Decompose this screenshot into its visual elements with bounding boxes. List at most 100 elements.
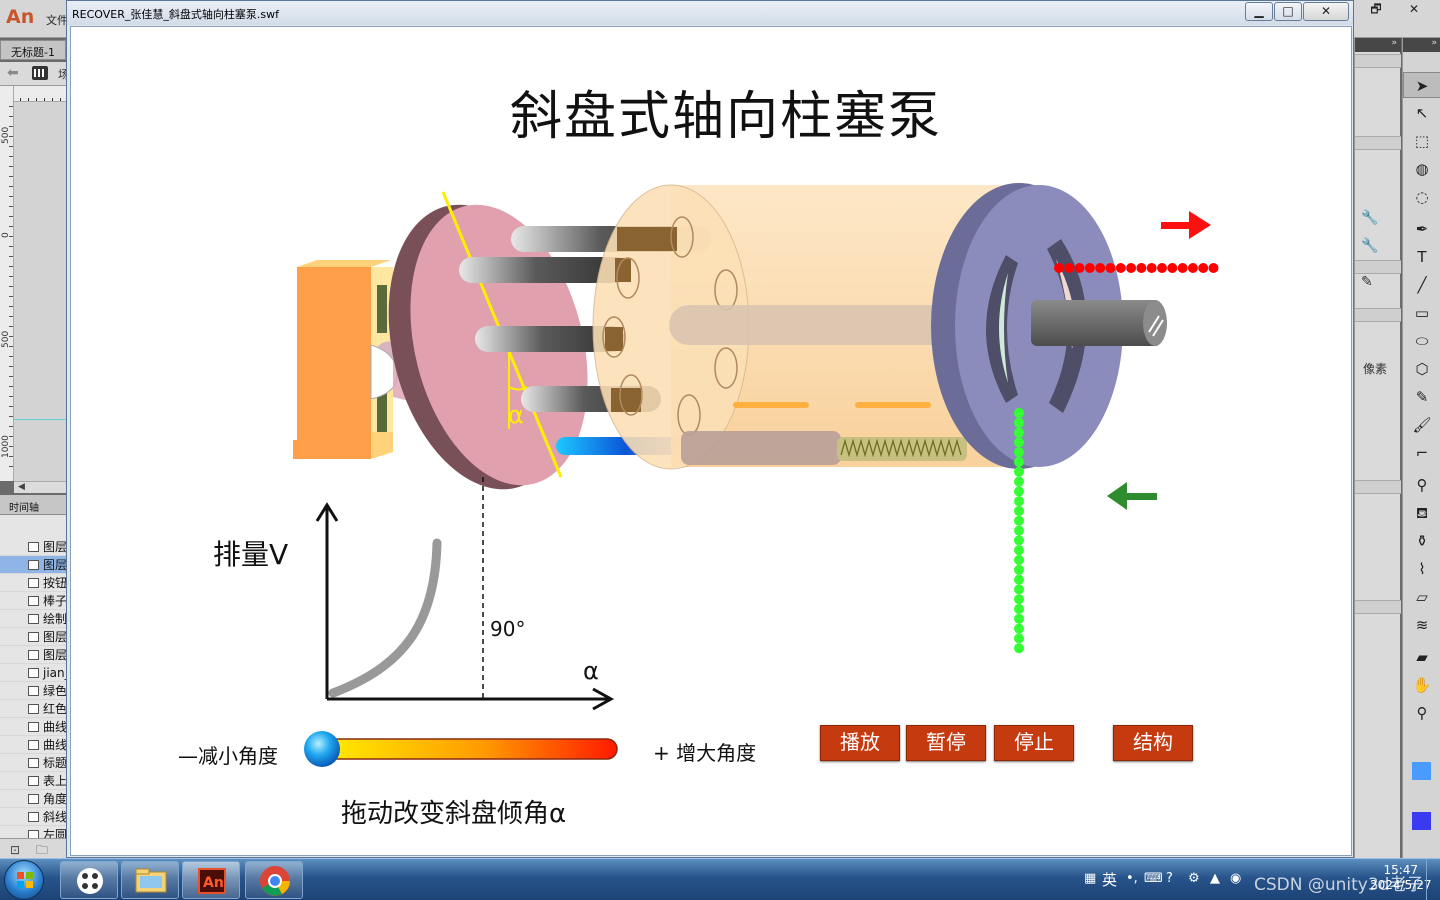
- taskbar-app-1[interactable]: [60, 861, 118, 899]
- bone-tool-icon[interactable]: ⚲: [1416, 476, 1428, 494]
- layer-row[interactable]: 绿色: [0, 682, 66, 700]
- layer-name: 标题: [43, 756, 66, 770]
- panel-section: [1355, 308, 1401, 322]
- angle-slider[interactable]: [304, 731, 618, 767]
- pen-icon[interactable]: ✒: [1415, 220, 1429, 238]
- fill-color-swatch[interactable]: [1412, 812, 1431, 830]
- properties-panel: » 🔧 🔧 ✎ 像素: [1354, 38, 1401, 858]
- brush-icon[interactable]: ⌐: [1415, 444, 1429, 462]
- inlet-flow-dot: [1014, 476, 1024, 487]
- layer-row[interactable]: 图层: [0, 646, 66, 664]
- back-arrow-icon[interactable]: ⬅: [7, 65, 19, 81]
- layer-row[interactable]: 曲线: [0, 718, 66, 736]
- ime-language[interactable]: 英: [1102, 871, 1118, 889]
- outlet-flow-dot: [1105, 263, 1116, 273]
- ink-bottle-icon[interactable]: ⚱: [1415, 532, 1429, 550]
- slider-thumb[interactable]: [304, 731, 340, 767]
- layer-row[interactable]: 斜线: [0, 808, 66, 826]
- show-desktop-button[interactable]: [1426, 859, 1440, 900]
- oval-tool-icon[interactable]: ⬭: [1415, 332, 1429, 350]
- keyboard-icon[interactable]: ⌨: [1144, 871, 1163, 886]
- layer-icon: [28, 668, 39, 678]
- scroll-left-icon[interactable]: ◀: [18, 482, 25, 492]
- pencil-icon[interactable]: ✎: [1415, 388, 1429, 406]
- layer-icon: [28, 650, 39, 660]
- horizontal-scrollbar[interactable]: ◀: [14, 481, 66, 493]
- help-icon[interactable]: ?: [1166, 871, 1173, 886]
- 3d-rotation-icon[interactable]: ◍: [1415, 160, 1429, 178]
- panel-section: [1355, 260, 1401, 274]
- inlet-flow-dot: [1014, 515, 1024, 526]
- wrench-icon[interactable]: 🔧: [1361, 238, 1379, 254]
- width-tool-icon[interactable]: ≋: [1415, 616, 1429, 634]
- inlet-flow-dot: [1014, 486, 1024, 497]
- play-button[interactable]: 播放: [820, 725, 900, 761]
- eraser-icon[interactable]: ▱: [1416, 588, 1428, 606]
- ime-icon[interactable]: ▦: [1084, 871, 1097, 886]
- swf-titlebar[interactable]: RECOVER_张佳慧_斜盘式轴向柱塞泵.swf ▁ □ ✕: [67, 1, 1353, 25]
- menu-file[interactable]: 文件: [46, 14, 68, 27]
- close-icon[interactable]: ✕: [1408, 2, 1420, 16]
- layer-row[interactable]: 标题: [0, 754, 66, 772]
- lasso-icon[interactable]: ◌: [1415, 188, 1429, 206]
- restore-icon[interactable]: 🗗: [1370, 2, 1382, 16]
- taskbar-file-explorer[interactable]: [121, 861, 179, 899]
- zoom-tool-icon[interactable]: ⚲: [1416, 704, 1428, 722]
- selection-tool-icon[interactable]: ➤: [1403, 72, 1440, 98]
- eyedropper-icon[interactable]: ✎: [1361, 274, 1373, 290]
- layer-row[interactable]: jian_: [0, 664, 66, 682]
- ime-settings-icon[interactable]: ⚙: [1188, 871, 1200, 886]
- structure-button[interactable]: 结构: [1113, 725, 1193, 761]
- camera-icon[interactable]: ▰: [1416, 648, 1428, 666]
- app-dots-icon: [77, 868, 103, 894]
- subselection-tool-icon[interactable]: ↖: [1415, 104, 1429, 122]
- wrench-icon[interactable]: 🔧: [1361, 210, 1379, 226]
- outlet-flow-dot: [1157, 263, 1167, 273]
- clapperboard-icon[interactable]: [32, 66, 48, 80]
- maximize-button[interactable]: □: [1274, 2, 1302, 21]
- paint-bucket-icon[interactable]: ⛾: [1415, 504, 1429, 522]
- timeline-tab[interactable]: 时间轴: [0, 495, 66, 515]
- paint-brush-icon[interactable]: 🖌: [1412, 416, 1432, 434]
- free-transform-icon[interactable]: ⬚: [1414, 132, 1430, 150]
- inlet-flow-dot: [1014, 535, 1024, 546]
- inlet-flow-dot: [1014, 564, 1024, 575]
- panel-collapse-icon[interactable]: »: [1355, 38, 1401, 52]
- layer-row[interactable]: 图层: [0, 628, 66, 646]
- layer-row[interactable]: 图层: [0, 538, 66, 556]
- hand-tool-icon[interactable]: ✋: [1412, 676, 1432, 694]
- layer-row[interactable]: 绘制: [0, 610, 66, 628]
- show-hidden-icons[interactable]: ▲: [1210, 871, 1220, 886]
- timeline-footer-icons[interactable]: ⊡ 🗀 🗑: [0, 838, 66, 878]
- document-tab[interactable]: 无标题-1: [0, 40, 66, 60]
- increase-angle-label: + 增大角度: [653, 741, 757, 765]
- layer-row[interactable]: 棒子: [0, 592, 66, 610]
- layer-row[interactable]: 按钮: [0, 574, 66, 592]
- close-button[interactable]: ✕: [1303, 2, 1349, 21]
- taskbar-chrome[interactable]: [245, 861, 303, 899]
- stop-button[interactable]: 停止: [994, 725, 1074, 761]
- pause-button[interactable]: 暂停: [906, 725, 986, 761]
- layer-row[interactable]: 角度: [0, 790, 66, 808]
- taskbar-animate[interactable]: An: [182, 861, 240, 899]
- guide-line[interactable]: [14, 419, 66, 420]
- unit-label: 像素: [1363, 362, 1388, 376]
- network-icon[interactable]: ◉: [1230, 871, 1242, 886]
- start-button[interactable]: [4, 860, 44, 900]
- rectangle-tool-icon[interactable]: ▭: [1414, 304, 1430, 322]
- eyedropper-icon[interactable]: ⌇: [1418, 560, 1426, 578]
- stage-area[interactable]: [14, 102, 66, 481]
- line-tool-icon[interactable]: ╱: [1417, 276, 1427, 294]
- outlet-flow-dot: [1177, 263, 1188, 273]
- stroke-color-swatch[interactable]: [1412, 762, 1431, 780]
- ime-punctuation-icon[interactable]: •,: [1126, 871, 1138, 886]
- layer-row[interactable]: 曲线: [0, 736, 66, 754]
- polystar-tool-icon[interactable]: ⬡: [1415, 360, 1429, 378]
- minimize-button[interactable]: ▁: [1245, 2, 1273, 21]
- text-tool-icon[interactable]: T: [1417, 248, 1427, 266]
- layer-row[interactable]: 表上: [0, 772, 66, 790]
- panel-collapse-icon[interactable]: »: [1403, 38, 1440, 52]
- layer-row[interactable]: 红色: [0, 700, 66, 718]
- layer-row[interactable]: 图层: [0, 556, 66, 574]
- clock[interactable]: 15:47 2024/5/27: [1370, 863, 1432, 893]
